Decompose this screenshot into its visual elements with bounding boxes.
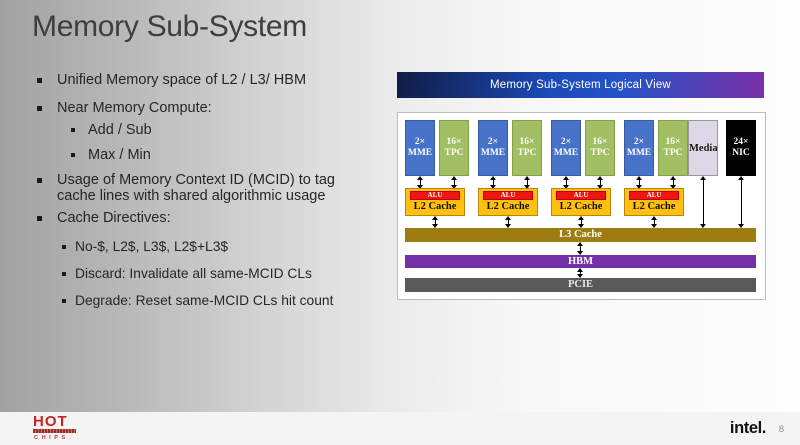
l2-cache-box: ALU L2 Cache [624,188,684,216]
hotchips-ruler-icon [33,429,76,433]
mme-box: 2× MME [624,120,654,176]
tpc-label: TPC [444,148,464,158]
tpc-label: TPC [590,148,610,158]
bidir-arrow [635,176,643,189]
bidir-arrow [669,176,677,189]
mme-label: MME [553,148,579,158]
nic-label: NIC [732,148,750,158]
bullet-square-icon [37,178,42,183]
mme-count: 2× [633,137,645,147]
bullet-text: Cache Directives: [57,210,171,226]
bullet-text: No-$, L2$, L3$, L2$+L3$ [75,239,229,254]
bullet-unified-memory: Unified Memory space of L2 / L3/ HBM [37,72,387,88]
media-label: Media [689,142,718,154]
mme-count: 2× [560,137,572,147]
bullet-square-icon [37,106,42,111]
bullet-discard: Discard: Invalidate all same-MCID CLs [62,266,387,282]
bullet-square-icon [71,153,75,157]
bidir-arrow [577,216,585,228]
l2-cache-label: L2 Cache [559,201,603,212]
bidir-arrow [737,176,745,228]
l2-cache-label: L2 Cache [632,201,676,212]
mme-count: 2× [487,137,499,147]
diagram-container: 2× MME 16× TPC 2× MME 16× TPC 2× MME 16×… [397,112,766,300]
media-box: Media [688,120,718,176]
bullet-text: Add / Sub [88,122,152,138]
mme-label: MME [480,148,506,158]
bullet-add-sub: Add / Sub [71,122,387,138]
tpc-count: 16× [446,137,462,147]
bullet-cache-modes: No-$, L2$, L3$, L2$+L3$ [62,239,387,255]
mme-box: 2× MME [551,120,581,176]
footer: HOT CHIPS intel. 8 [0,412,800,445]
l3-cache-bar: L3 Cache [405,228,756,242]
bidir-arrow [450,176,458,189]
nic-box: 24× NIC [726,120,756,176]
alu-unit: ALU [629,191,679,200]
bidir-arrow [504,216,512,228]
bullet-square-icon [37,78,42,83]
bidir-arrow [523,176,531,189]
mme-box: 2× MME [478,120,508,176]
bidir-arrow [576,268,584,278]
bullet-square-icon [37,216,42,221]
tpc-count: 16× [592,137,608,147]
tpc-label: TPC [517,148,537,158]
bullet-square-icon [71,128,75,132]
bidir-arrow [576,242,584,255]
l2-cache-label: L2 Cache [486,201,530,212]
bullet-square-icon [62,299,66,303]
alu-unit: ALU [483,191,533,200]
alu-unit: ALU [410,191,460,200]
bullet-near-memory-compute: Near Memory Compute: [37,100,387,116]
tpc-count: 16× [519,137,535,147]
l2-cache-label: L2 Cache [413,201,457,212]
bullet-mcid-usage: Usage of Memory Context ID (MCID) to tag… [37,172,387,204]
mme-label: MME [407,148,433,158]
bullet-text: Degrade: Reset same-MCID CLs hit count [75,293,334,308]
tpc-box: 16× TPC [512,120,542,176]
bidir-arrow [650,216,658,228]
l2-cache-box: ALU L2 Cache [551,188,611,216]
mme-label: MME [626,148,652,158]
tpc-count: 16× [665,137,681,147]
bullet-text: Near Memory Compute: [57,100,212,116]
diagram-title-bar: Memory Sub-System Logical View [397,72,764,98]
bullet-list: Unified Memory space of L2 / L3/ HBM Nea… [37,72,387,320]
alu-unit: ALU [556,191,606,200]
hotchips-logo-subtext: CHIPS [34,435,69,441]
l2-cache-box: ALU L2 Cache [405,188,465,216]
mme-count: 2× [414,137,426,147]
hotchips-logo-text: HOT [33,413,68,430]
bullet-text: Unified Memory space of L2 / L3/ HBM [57,72,307,88]
bidir-arrow [596,176,604,189]
mme-box: 2× MME [405,120,435,176]
pcie-bar: PCIE [405,278,756,292]
intel-logo: intel. [729,419,767,437]
page-number: 8 [778,424,784,435]
bidir-arrow [489,176,497,189]
nic-count: 24× [733,137,749,147]
page-title: Memory Sub-System [32,10,307,43]
bullet-square-icon [62,272,66,276]
tpc-box: 16× TPC [658,120,688,176]
hbm-bar: HBM [405,255,756,268]
bullet-square-icon [62,245,66,249]
bullet-text: Discard: Invalidate all same-MCID CLs [75,266,312,281]
tpc-box: 16× TPC [439,120,469,176]
bidir-arrow [416,176,424,189]
hotchips-logo: HOT CHIPS [33,413,79,441]
bullet-cache-directives: Cache Directives: [37,210,387,226]
bidir-arrow [562,176,570,189]
bullet-degrade: Degrade: Reset same-MCID CLs hit count [62,293,387,309]
bullet-max-min: Max / Min [71,147,387,163]
tpc-label: TPC [663,148,683,158]
l2-cache-box: ALU L2 Cache [478,188,538,216]
bullet-text: Max / Min [88,147,151,163]
bidir-arrow [431,216,439,228]
tpc-box: 16× TPC [585,120,615,176]
bullet-text: Usage of Memory Context ID (MCID) to tag… [57,172,335,204]
bidir-arrow [699,176,707,228]
